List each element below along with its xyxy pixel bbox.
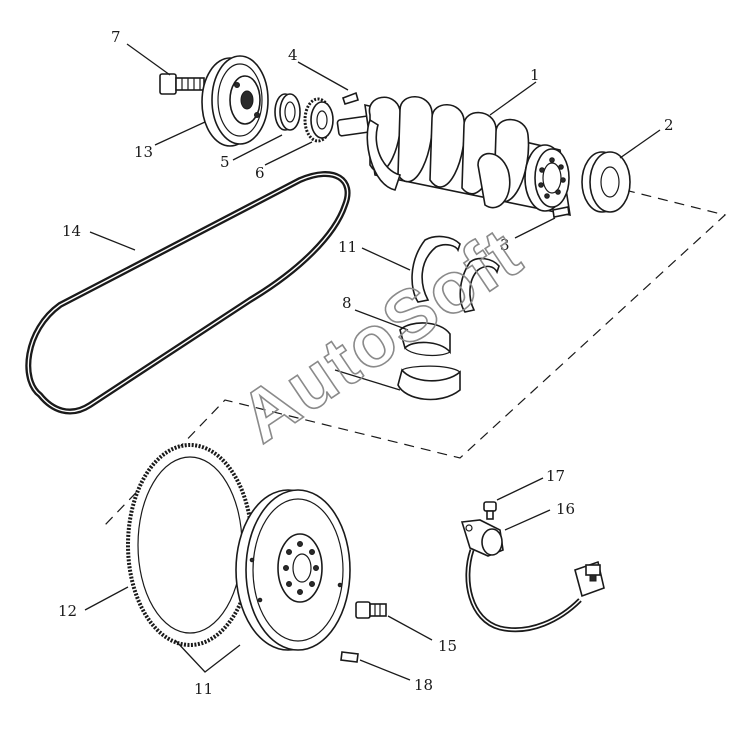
callout-2: 2 [664,116,674,134]
sensor-screw [483,501,497,520]
thrust-washers [411,235,500,313]
callout-12: 12 [58,602,77,620]
watermark-text: AutoSoft [226,213,536,458]
flywheel [235,489,351,651]
callout-10: 11 [338,238,357,256]
flywheel-ring-gear [126,443,254,647]
leader-lines [84,43,661,681]
callout-13: 13 [134,143,153,161]
crankshaft-sprocket [303,97,334,143]
rear-oil-seal [581,151,631,213]
drive-belt [25,171,351,415]
callout-16: 16 [556,500,575,518]
dowel-pin [552,206,570,218]
flywheel-dowel-pin [340,651,359,663]
crankshaft-bolt [159,73,205,95]
crankshaft [336,96,571,217]
flywheel-bolt [355,601,387,619]
crankshaft-pulley [201,55,269,147]
callout-17: 17 [546,467,565,485]
callout-14: 14 [62,222,81,240]
callout-8: 8 [342,294,352,312]
callout-5: 5 [220,153,230,171]
crankshaft-position-sensor [460,519,605,633]
callout-labels: 7 4 1 2 3 13 5 6 14 11 8 12 11 15 18 17 … [58,28,674,698]
callout-11: 11 [194,680,213,698]
callout-15: 15 [438,637,457,655]
main-bearing-shells [397,322,461,401]
front-seal [274,93,301,131]
callout-4: 4 [288,46,298,64]
woodruff-key [341,91,359,105]
callout-7: 7 [111,28,121,46]
callout-1: 1 [530,66,540,84]
callout-6: 6 [255,164,265,182]
callout-18: 18 [414,676,433,694]
callout-3: 3 [500,236,510,254]
